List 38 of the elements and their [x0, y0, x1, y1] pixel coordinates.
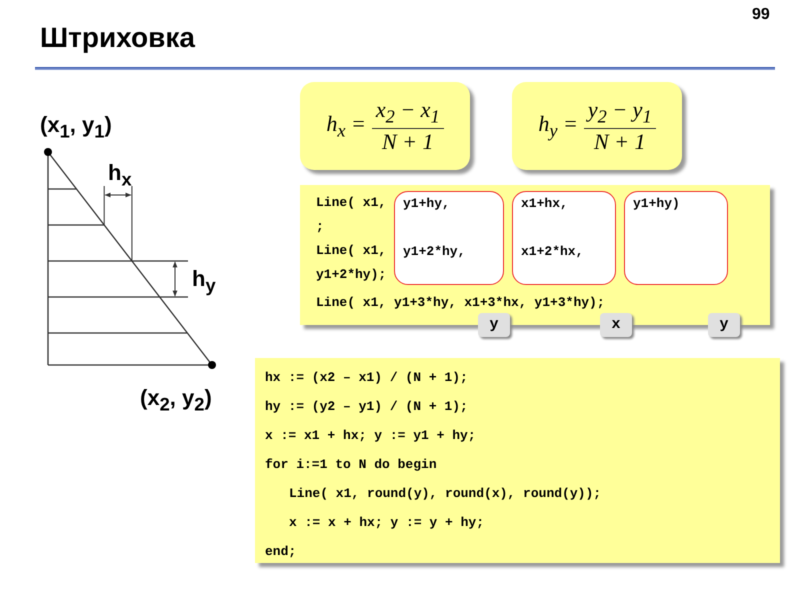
formula-text: N + 1 [594, 128, 646, 155]
dimension-label: h$_{y}$ [192, 266, 216, 296]
code-line: x := x1 + hx; y := y1 + hy; [265, 428, 476, 444]
formula-text: N + 1 [382, 128, 434, 155]
formula-text: x$_{2}$ − x$_{1}$ [372, 97, 444, 129]
code-line: Line( x1, [316, 243, 386, 259]
code-line: Line( x1, y1+3*hy, x1+3*hx, y1+3*hy); [316, 295, 605, 311]
code-line: x1+2*hx, [521, 244, 584, 260]
callout-tag: y [708, 313, 740, 337]
formula-text: h$_{y}$ = [538, 110, 578, 142]
code-line: end; [265, 544, 296, 560]
callout-tag: y [478, 313, 510, 337]
highlight-frame [624, 191, 728, 285]
code-line: y1+hy) [633, 196, 680, 212]
code-line: ; [316, 219, 324, 235]
code-line: y1+2*hy); [316, 267, 386, 283]
highlight-frame [394, 191, 504, 285]
code-line: Line( x1, [316, 195, 386, 211]
code-line: x := x + hx; y := y + hy; [289, 515, 484, 531]
code-line: hx := (x2 – x1) / (N + 1); [265, 370, 468, 386]
formula-text: y$_{2}$ − y$_{1}$ [584, 97, 656, 129]
highlight-frame [512, 191, 616, 285]
point-label: (x$_{2}$, y$_{2}$) [140, 385, 212, 416]
code-line: x1+hx, [521, 196, 568, 212]
slide-title: Штриховка [40, 22, 195, 54]
code-line: y1+2*hy, [403, 244, 466, 260]
code-line: for i:=1 to N do begin [265, 457, 437, 473]
dimension-label: h$_{x}$ [108, 160, 132, 190]
code-box [255, 358, 780, 563]
code-line: hy := (y2 – y1) / (N + 1); [265, 399, 468, 415]
point-label: (x$_{1}$, y$_{1}$) [40, 112, 112, 142]
formula-text: h$_{x}$ = [326, 110, 366, 142]
page-number: 99 [752, 6, 770, 24]
formula-box [300, 82, 470, 170]
formula-box [512, 82, 682, 170]
callout-tag: x [600, 313, 632, 337]
code-line: Line( x1, round(y), round(x), round(y)); [289, 486, 602, 502]
code-line: y1+hy, [403, 196, 450, 212]
